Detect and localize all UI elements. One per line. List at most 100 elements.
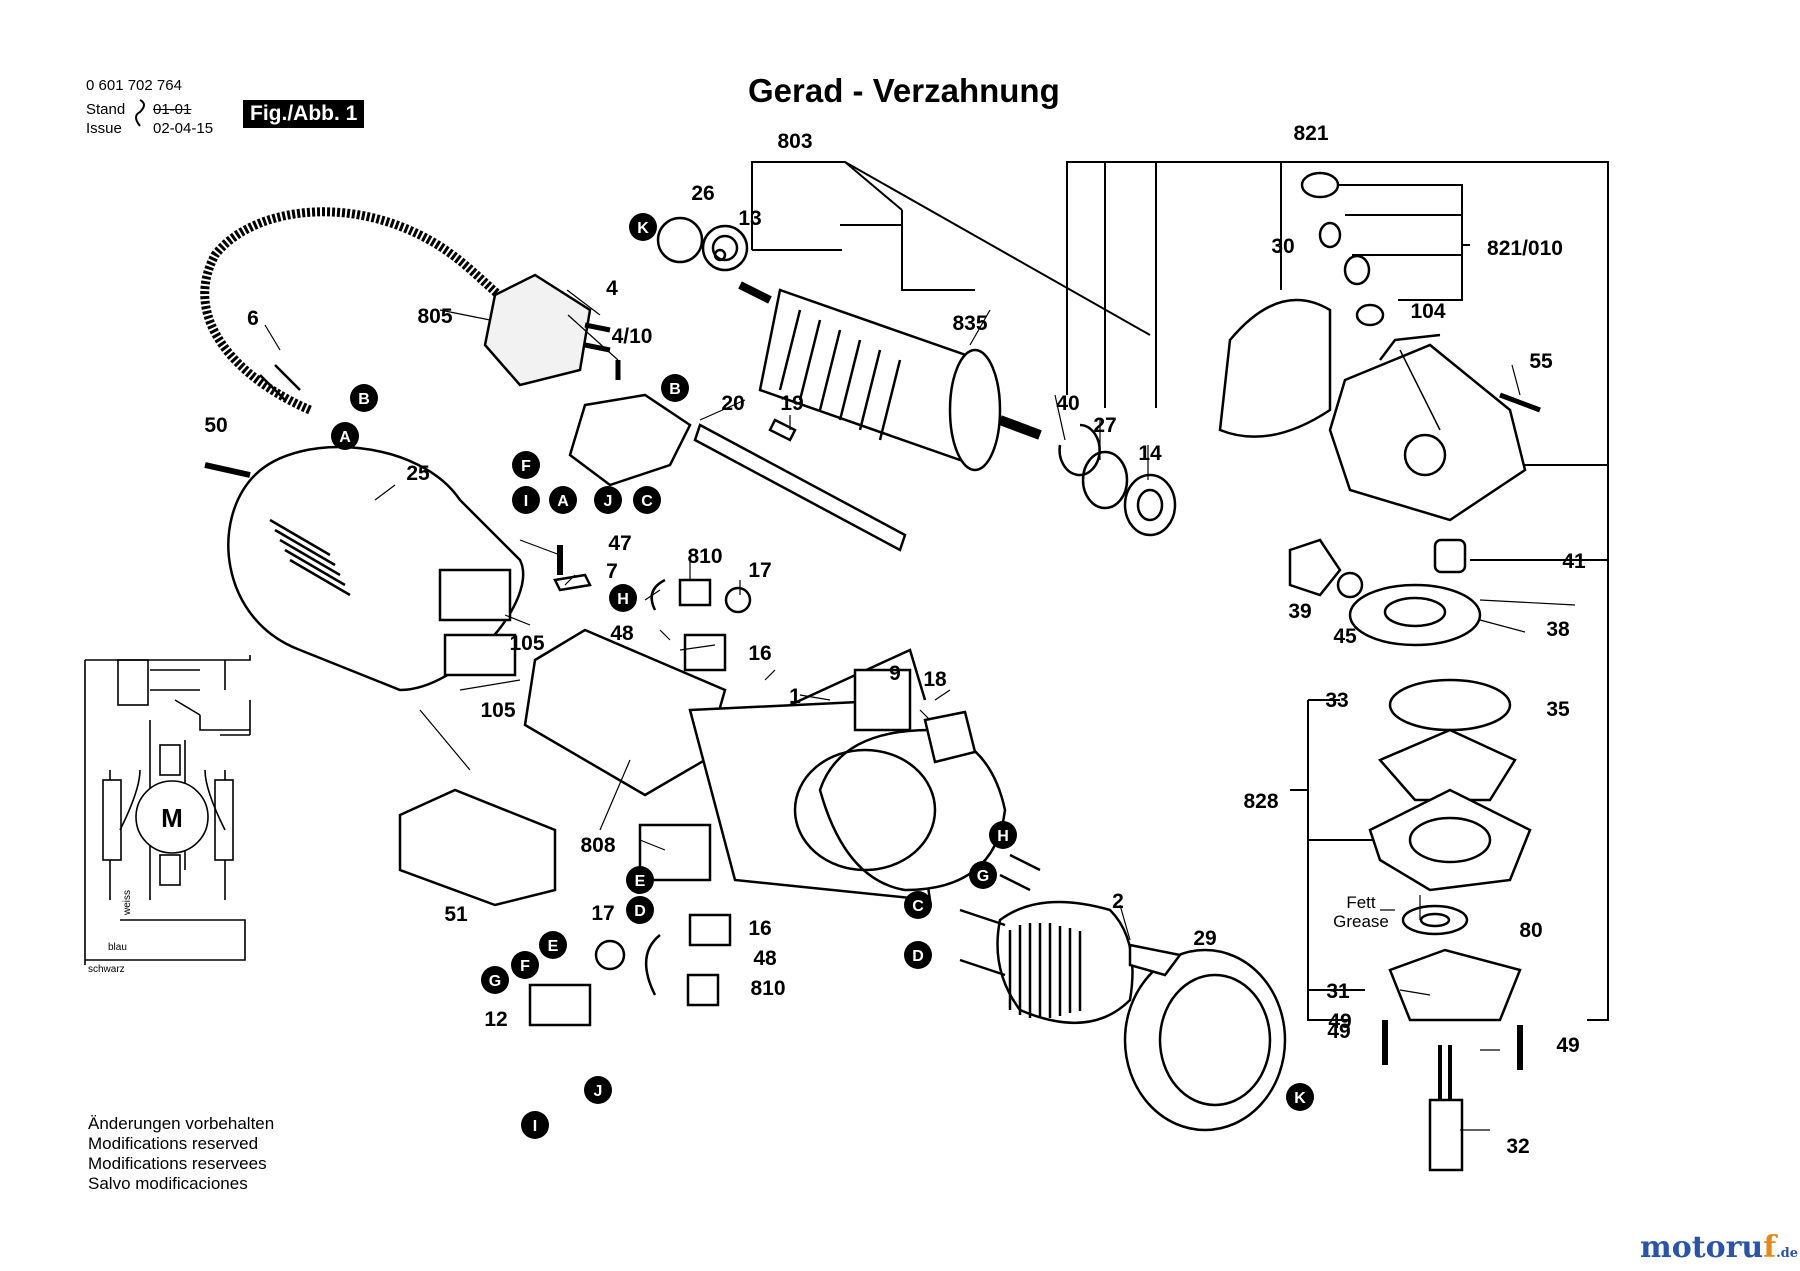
- svg-text:H: H: [997, 828, 1009, 845]
- part-label-13: 13: [738, 207, 761, 230]
- callout-d: D: [626, 896, 654, 924]
- svg-text:J: J: [594, 1083, 603, 1100]
- callout-k: K: [1286, 1083, 1314, 1111]
- part-label-48-dup: 48: [753, 947, 777, 970]
- svg-text:A: A: [557, 493, 569, 510]
- callout-k: K: [629, 213, 657, 241]
- callout-c: C: [633, 486, 661, 514]
- wire-label-schwarz: schwarz: [88, 964, 125, 975]
- motoruf-watermark: motoruf.de: [1640, 1230, 1799, 1265]
- switch-assembly: [568, 360, 692, 487]
- stand-value: 01-01: [153, 101, 192, 118]
- svg-text:F: F: [520, 958, 530, 975]
- callout-e: E: [626, 866, 654, 894]
- part-label-47: 47: [608, 532, 631, 555]
- footer-notes: Änderungen vorbehalten Modifications res…: [88, 1114, 274, 1194]
- svg-text:E: E: [635, 873, 646, 890]
- power-cord: [200, 207, 508, 415]
- guard-plate: [1218, 298, 1332, 438]
- part-label-803: 803: [777, 130, 812, 153]
- callout-a: A: [549, 486, 577, 514]
- part-label-32: 32: [1506, 1135, 1529, 1158]
- svg-text:F: F: [521, 458, 531, 475]
- callout-g: G: [969, 861, 997, 889]
- part-label-55: 55: [1529, 350, 1553, 373]
- part-label-80: 80: [1519, 919, 1542, 942]
- callout-j: J: [584, 1076, 612, 1104]
- part-label-2: 2: [1112, 890, 1124, 913]
- part-label-810: 810: [687, 545, 722, 568]
- part-label-49-dup: 49: [1328, 1010, 1351, 1033]
- callout-i: I: [521, 1111, 549, 1139]
- plug: [483, 273, 611, 387]
- part-label-41: 41: [1562, 550, 1586, 573]
- motor-housing-cover: [227, 445, 525, 692]
- svg-text:C: C: [641, 493, 653, 510]
- callout-f: F: [511, 951, 539, 979]
- svg-text:A: A: [339, 429, 351, 446]
- part-label-14: 14: [1138, 442, 1162, 465]
- part-label-17-dup: 17: [591, 902, 614, 925]
- armature: [656, 216, 1042, 472]
- part-label-105: 105: [509, 632, 544, 655]
- callout-h: H: [989, 821, 1017, 849]
- wire-label-weiss: weiss: [122, 890, 133, 916]
- part-label-105-dup: 105: [480, 699, 515, 722]
- part-label-16: 16: [748, 642, 771, 665]
- figure-label: Fig./Abb. 1: [243, 100, 365, 128]
- svg-text:C: C: [912, 898, 924, 915]
- footer-line-en: Modifications reserved: [88, 1134, 259, 1153]
- part-label-49: 49: [1327, 1020, 1350, 1043]
- part-label-19: 19: [780, 392, 803, 415]
- svg-text:G: G: [489, 973, 501, 990]
- part-label-35: 35: [1546, 698, 1570, 721]
- svg-text:H: H: [617, 591, 629, 608]
- part-label-fett: Fett: [1346, 893, 1376, 912]
- issue-label: Issue: [86, 120, 122, 137]
- svg-text:B: B: [358, 391, 370, 408]
- svg-text:B: B: [669, 381, 681, 398]
- part-label-29: 29: [1193, 927, 1216, 950]
- part-label-49-dup: 49: [1556, 1034, 1579, 1057]
- part-label-27: 27: [1093, 414, 1116, 437]
- part-label-50: 50: [204, 414, 227, 437]
- motor-symbol: M: [161, 803, 183, 833]
- callout-e: E: [539, 931, 567, 959]
- part-label-grease: Grease: [1333, 912, 1389, 931]
- callout-g: G: [481, 966, 509, 994]
- wire-label-blau: blau: [108, 942, 127, 953]
- part-label-48: 48: [610, 622, 634, 645]
- part-label-9: 9: [889, 662, 901, 685]
- part-label-18: 18: [923, 668, 947, 691]
- part-label-38: 38: [1546, 618, 1570, 641]
- footer-line-de: Änderungen vorbehalten: [88, 1114, 275, 1133]
- part-label-12: 12: [484, 1008, 507, 1031]
- field-coil: [959, 853, 1134, 1025]
- part-label-821: 821: [1293, 122, 1328, 145]
- part-number: 0 601 702 764: [86, 77, 182, 94]
- part-label-17: 17: [748, 559, 771, 582]
- part-label-30: 30: [1271, 235, 1294, 258]
- part-label-16-dup: 16: [748, 917, 771, 940]
- svg-text:E: E: [548, 938, 559, 955]
- part-illustrations: [200, 171, 1541, 1172]
- svg-text:D: D: [912, 948, 924, 965]
- callout-a: A: [331, 422, 359, 450]
- callout-c: C: [904, 891, 932, 919]
- motor-housing: [688, 648, 1007, 902]
- fan-baffle: [1123, 943, 1287, 1132]
- callout-i: I: [512, 486, 540, 514]
- part-label-31: 31: [1326, 980, 1350, 1003]
- diagram-title: Gerad - Verzahnung: [748, 72, 1060, 109]
- part-label-33: 33: [1325, 689, 1348, 712]
- footer-line-fr: Modifications reservees: [88, 1154, 267, 1173]
- footer-line-es: Salvo modificaciones: [88, 1174, 248, 1193]
- part-label-828: 828: [1243, 790, 1278, 813]
- part-label-808: 808: [580, 834, 615, 857]
- stand-label: Stand: [86, 101, 126, 118]
- svg-text:K: K: [637, 220, 649, 237]
- part-label-7: 7: [606, 560, 618, 583]
- wiring-schematic: [84, 655, 251, 965]
- callout-b: B: [350, 384, 378, 412]
